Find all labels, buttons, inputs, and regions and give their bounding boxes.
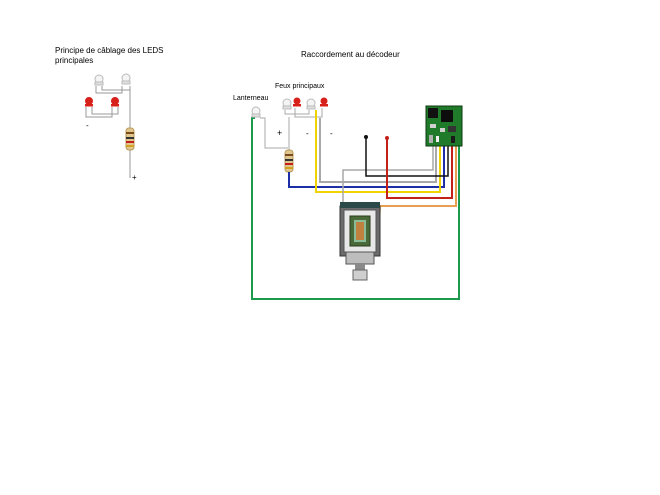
wire-gray [319,118,437,183]
wire-green [251,117,460,300]
plus-sign-left: + [132,173,137,182]
feux-red-led-2 [320,97,328,107]
decoder-board [425,105,463,147]
label-lanterneau: Lanterneau [233,95,269,102]
white-led-left-top [94,74,104,86]
minus-sign-right-1: - [306,129,309,138]
motor [339,202,381,281]
plus-sign-right: + [277,128,282,138]
feux-white-led-2 [306,98,316,110]
minus-sign-left: - [86,121,89,130]
lanterneau-led [251,106,261,118]
title-decoder-connection: Raccordement au décodeur [301,50,400,59]
wire-black [365,136,449,177]
white-led-right-top [121,73,131,85]
resistor-right [284,149,294,173]
wire-red [386,137,453,199]
red-led-left [85,97,93,107]
red-led-right [111,97,119,107]
title-led-wiring-principle: Principe de câblage des LEDS principales [55,46,164,65]
left-schematic [85,73,135,178]
resistor-left [125,127,135,151]
feux-red-led-1 [293,97,301,107]
minus-sign-right-2: - [330,129,333,138]
label-feux-principaux: Feux principaux [275,83,325,90]
feux-white-led-1 [282,98,292,110]
wire-blue [288,146,445,188]
wire-yellow [315,110,441,193]
